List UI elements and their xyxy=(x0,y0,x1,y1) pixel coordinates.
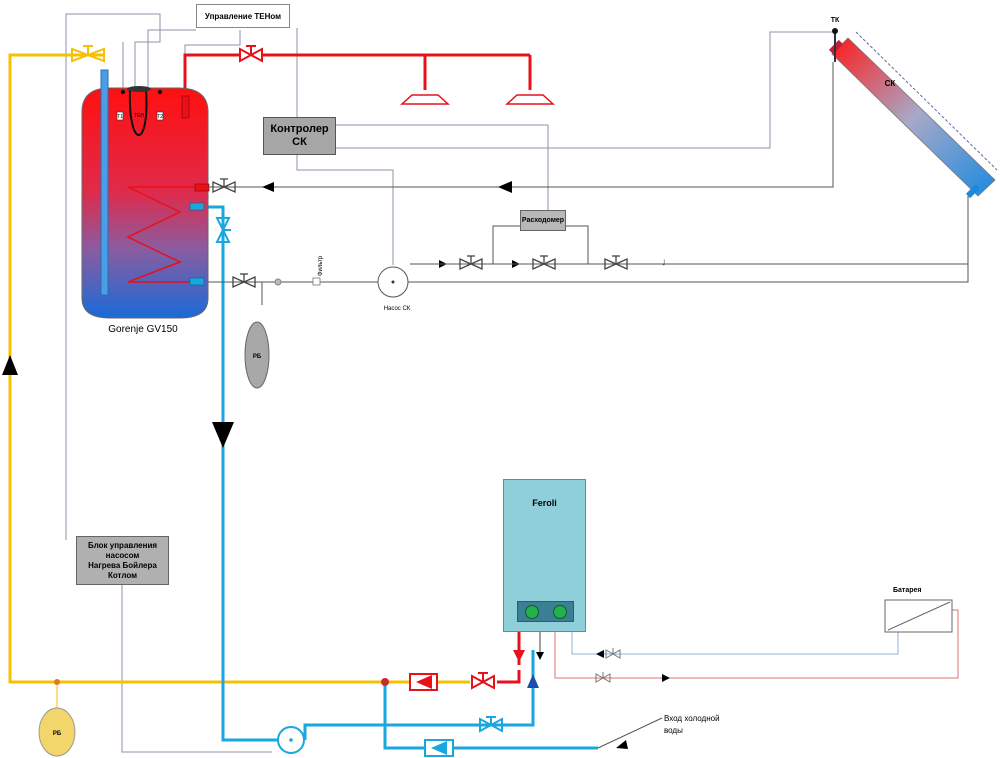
solar-collector xyxy=(828,28,998,199)
feroli-boiler: Feroli xyxy=(503,479,586,632)
cold-valve-bottom xyxy=(479,716,503,733)
solar-valve-1 xyxy=(212,178,236,194)
boiler-tank xyxy=(81,69,210,319)
pump-block-line-1: Блок управления xyxy=(87,540,158,550)
sk-label: СК xyxy=(885,79,896,88)
battery-radiator xyxy=(884,599,953,633)
line-end-mark: ˩ xyxy=(662,258,665,267)
control-panel xyxy=(517,601,574,622)
radiator-heads xyxy=(400,94,555,105)
burner-indicator-right xyxy=(553,605,567,619)
tk-label: ТК xyxy=(831,17,840,24)
filter-label: Фильтр xyxy=(318,255,324,276)
solar-valve-4 xyxy=(532,255,556,271)
t2-label: T2 xyxy=(157,114,163,120)
tee-junction xyxy=(274,278,282,286)
hot-water-valve xyxy=(239,45,263,63)
tank-rb-label: РБ xyxy=(253,354,262,360)
cold-valve-riser xyxy=(215,217,231,243)
heating-valve-red xyxy=(471,672,495,690)
hot-water-lines xyxy=(183,53,532,684)
solar-return-arrow-2 xyxy=(498,181,512,193)
boiler-name: Gorenje GV150 xyxy=(108,324,178,335)
heat-exchanger-coil xyxy=(126,186,200,283)
expansion-tank-solar xyxy=(244,321,270,389)
check-valve-red xyxy=(409,673,438,691)
check-valve-blue xyxy=(424,739,454,757)
pump-block-line-3: Нагрева Бойлера xyxy=(88,560,157,570)
pump-block-line-2: насосом xyxy=(105,550,140,560)
t1-label: T1 xyxy=(117,114,123,120)
junction-point-rb xyxy=(54,679,60,685)
battery-arrow-2 xyxy=(662,674,670,682)
pump-block-line-4: Котлом xyxy=(107,570,138,580)
solar-loop xyxy=(208,62,969,305)
cold-water-label-1: Вход холодной xyxy=(664,714,720,723)
battery-label: Батарея xyxy=(893,587,922,594)
battery-circuit xyxy=(539,609,959,679)
flow-arrow-down xyxy=(212,422,234,448)
controller-label: Контролер СК xyxy=(270,123,329,148)
tenom-control-label: Управление ТЕНом xyxy=(204,11,282,21)
feroli-label: Feroli xyxy=(532,498,557,508)
flowmeter-box: Расходомер xyxy=(520,210,566,231)
return-arrow xyxy=(536,652,544,660)
filter xyxy=(312,277,321,286)
recirculation-pump xyxy=(277,726,305,754)
heating-circuit xyxy=(8,53,470,708)
heating-valve xyxy=(71,45,105,63)
solar-return-arrow xyxy=(262,182,274,192)
cold-flow-arrow xyxy=(527,674,539,688)
cold-water-label-2: воды xyxy=(664,726,683,735)
pump-sk-label: Насос СК xyxy=(384,306,411,312)
battery-arrow-1 xyxy=(596,650,604,658)
heating-element xyxy=(128,89,148,136)
junction-point xyxy=(381,678,389,686)
pump-control-block: Блок управления насосом Нагрева Бойлера … xyxy=(76,536,169,585)
tenom-control-box: Управление ТЕНом xyxy=(196,4,290,28)
burner-indicator-left xyxy=(525,605,539,619)
solar-controller-box: Контролер СК xyxy=(263,117,336,155)
expansion-tank-heating xyxy=(38,707,76,757)
solar-valve-2 xyxy=(232,273,256,289)
battery-valve-2 xyxy=(595,672,611,683)
solar-valve-5 xyxy=(604,255,628,271)
tank-rb-bottom-label: РБ xyxy=(53,731,62,737)
battery-valve-1 xyxy=(605,648,621,659)
solar-valve-3 xyxy=(459,255,483,271)
ten-label: ТЕН xyxy=(134,113,144,119)
solar-pump xyxy=(377,266,409,298)
control-wiring xyxy=(65,13,835,753)
flow-arrow-up xyxy=(2,355,18,375)
hot-flow-arrow xyxy=(513,650,525,662)
cold-inlet-pointer xyxy=(597,717,663,749)
flowmeter-label: Расходомер xyxy=(521,217,565,224)
